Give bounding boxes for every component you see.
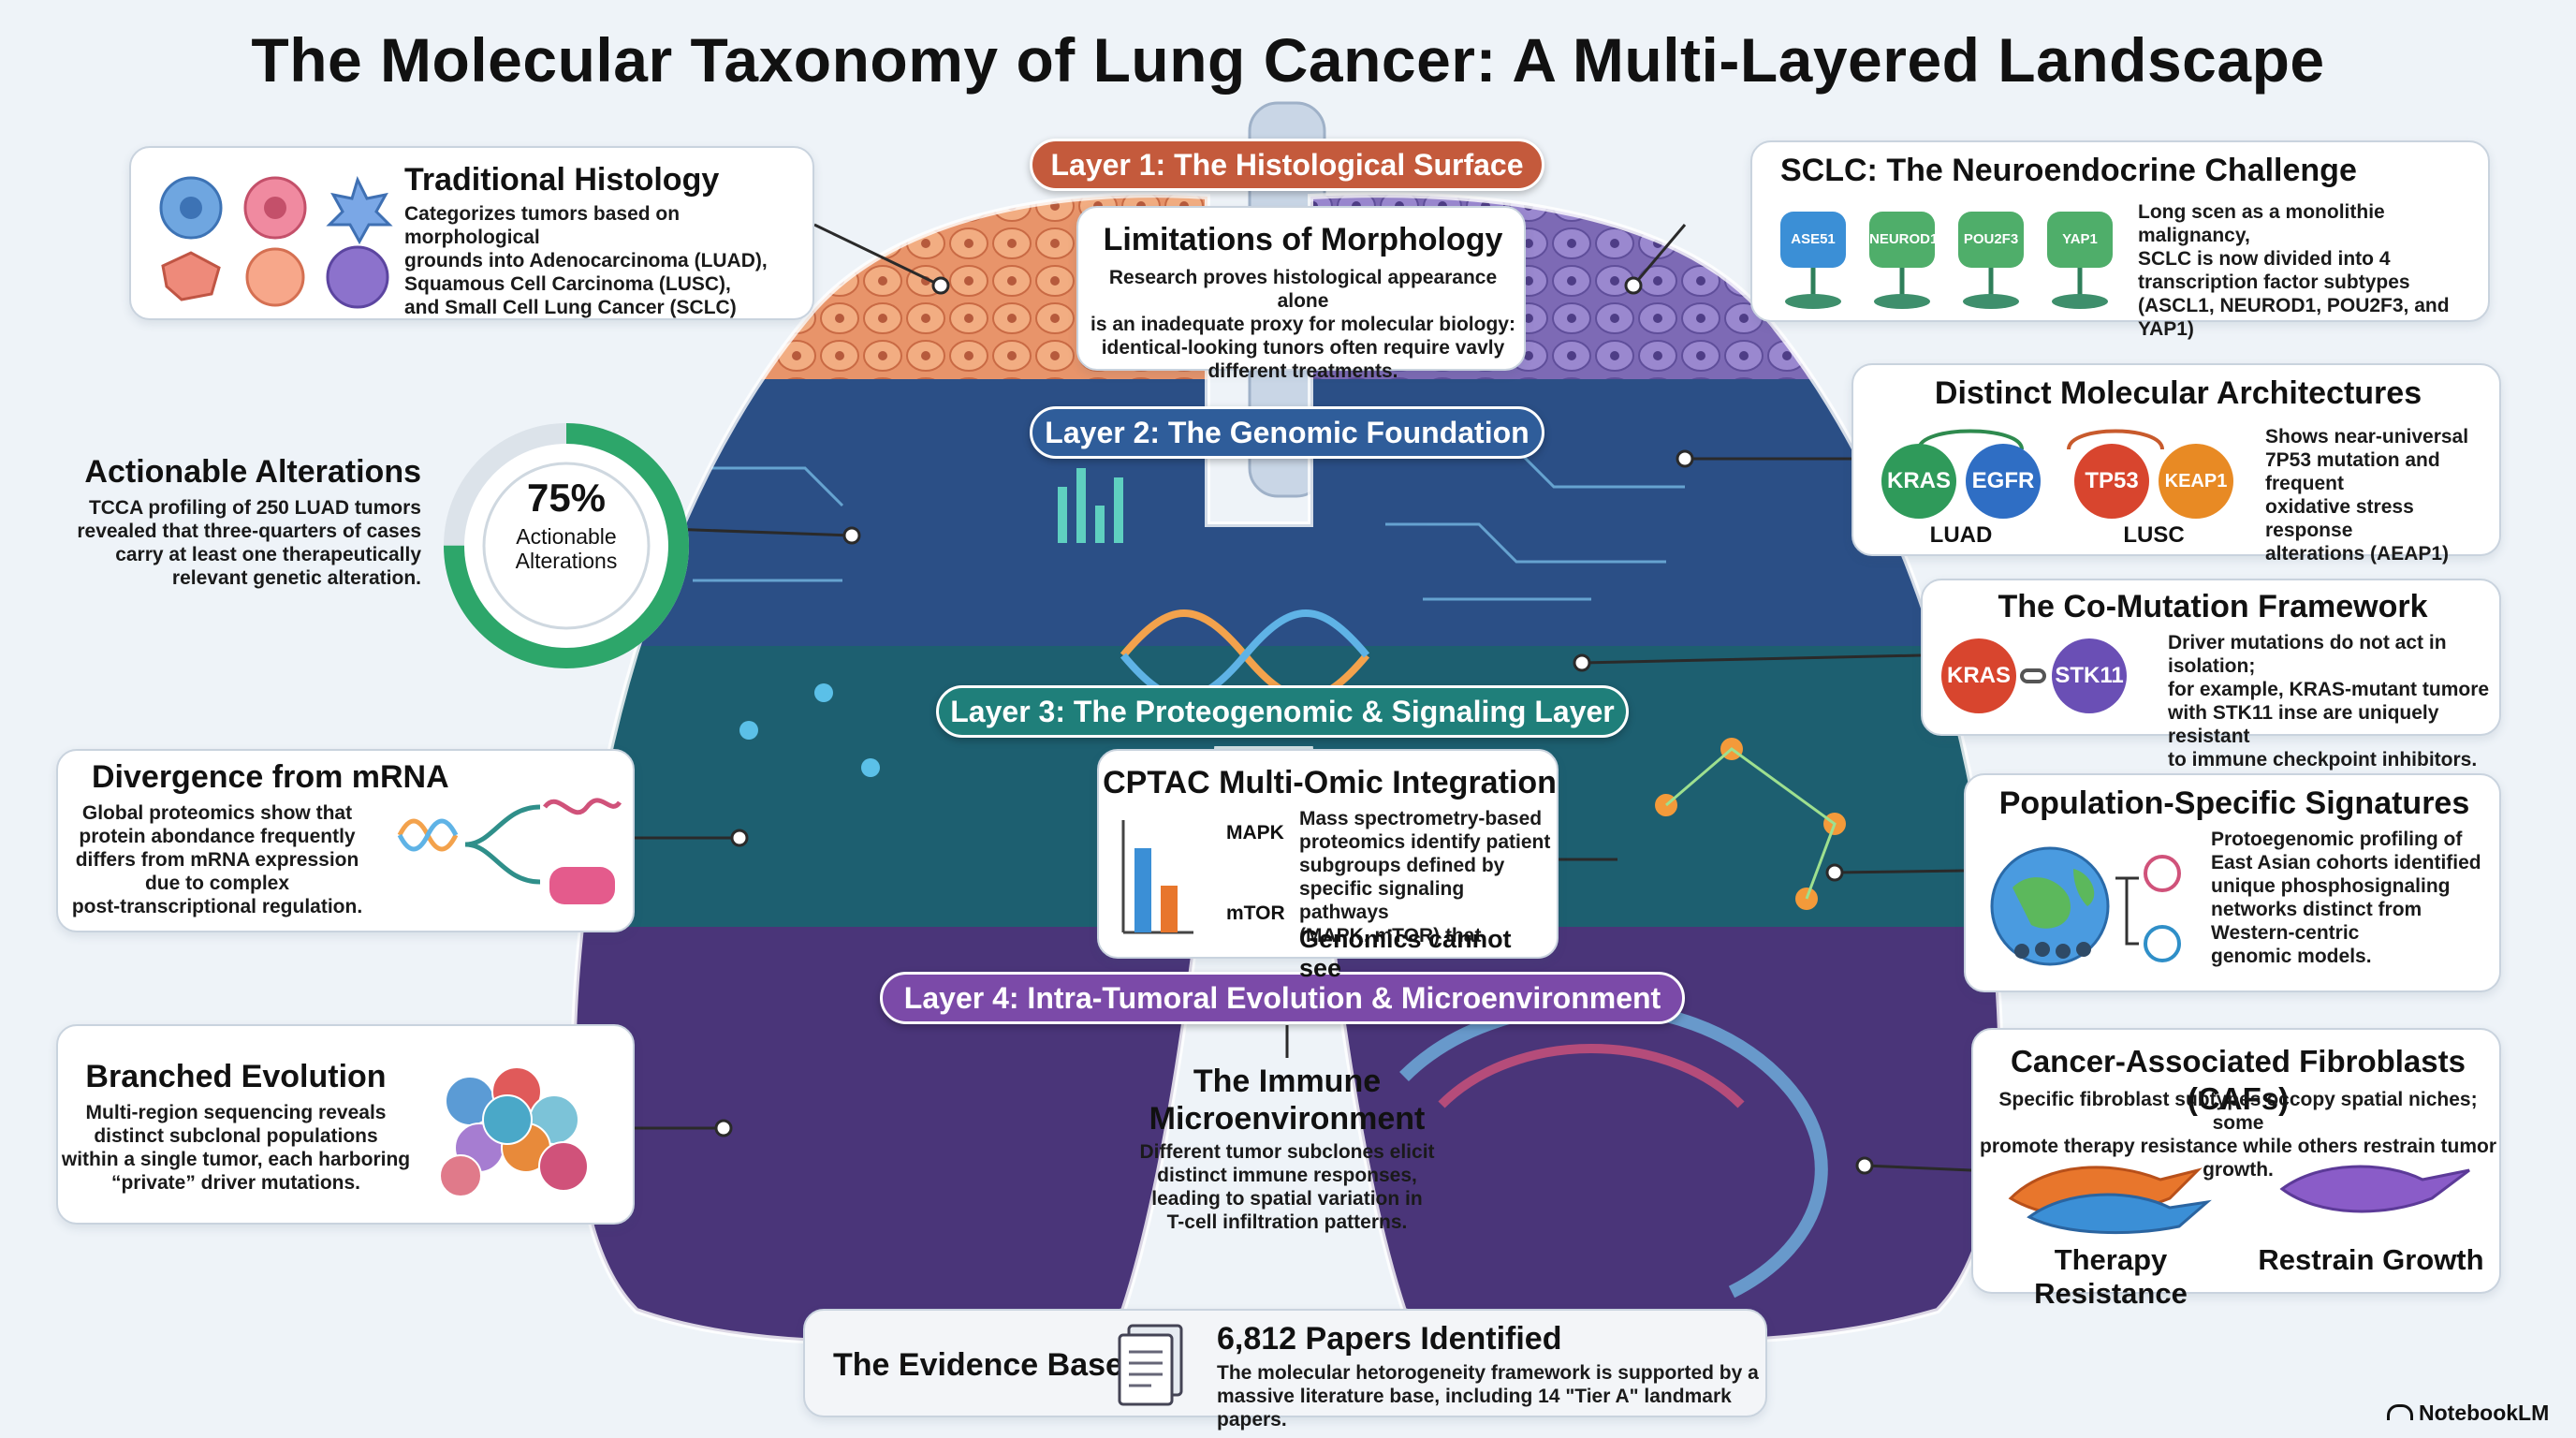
brand-label: NotebookLM: [2387, 1401, 2565, 1426]
population-card: Population-Specific Signatures Protoegen…: [1964, 773, 2501, 992]
limitations-title: Limitations of Morphology: [1103, 222, 1503, 257]
layer-3-pill: Layer 3: The Proteogenomic & Signaling L…: [936, 685, 1629, 738]
tumor-clone-icon: [439, 1066, 589, 1197]
cptac-card: CPTAC Multi-Omic Integration MAPK mTOR M…: [1097, 749, 1559, 982]
tf-ascl1: ASE51: [1780, 212, 1846, 268]
sclc-title: SCLC: The Neuroendocrine Challenge: [1780, 153, 2357, 188]
luad-label: LUAD: [1929, 522, 1993, 548]
gene-kras-comut: KRAS: [1941, 638, 2016, 713]
sclc-body: Long scen as a monolithie malignancy,SCL…: [2138, 201, 2450, 340]
layer-4-pill: Layer 4: Intra-Tumoral Evolution & Micro…: [880, 972, 1685, 1024]
comutation-title: The Co-Mutation Framework: [1998, 589, 2428, 624]
histology-title: Traditional Histology: [404, 162, 720, 198]
cptac-chart-icon: [1121, 820, 1193, 934]
documents-icon: [1118, 1324, 1183, 1406]
gene-keap1: KEAP1: [2159, 444, 2233, 519]
gene-egfr: EGFR: [1966, 444, 2041, 519]
mrna-card: Divergence from mRNA Global proteomics s…: [56, 749, 635, 932]
tf-pou2f3: POU2F3: [1958, 212, 2024, 268]
evidence-title: 6,812 Papers Identified: [1217, 1321, 1562, 1357]
evidence-card: The Evidence Base 6,812 Papers Identifie…: [803, 1309, 1767, 1431]
histology-card: Traditional Histology Categorizes tumors…: [129, 146, 814, 320]
cell-types-icon: [144, 163, 397, 313]
caf-body: Specific fibroblast subtypes occopy spat…: [1980, 1089, 2496, 1181]
lusc-label: LUSC: [2123, 522, 2185, 548]
layer-1-pill: Layer 1: The Histological Surface: [1030, 139, 1544, 191]
histology-body: Categorizes tumors based on morphologica…: [404, 203, 768, 318]
caf-title: Cancer-Associated Fibroblasts (CAFs): [2011, 1044, 2466, 1116]
gene-tp53: TP53: [2074, 444, 2149, 519]
tf-yap1: YAP1: [2047, 212, 2113, 268]
gene-stk11: STK11: [2052, 638, 2127, 713]
architectures-title: Distinct Molecular Architectures: [1934, 375, 2422, 411]
actionable-title: Actionable Alterations: [84, 454, 421, 490]
limitations-body: Research proves histological appearance …: [1090, 267, 1515, 382]
cptac-mapk-label: MAPK: [1226, 822, 1284, 844]
evidence-label: The Evidence Base: [833, 1347, 1123, 1383]
actionable-percent: 75%: [526, 476, 607, 520]
sclc-card: SCLC: The Neuroendocrine Challenge ASE51…: [1750, 140, 2490, 340]
gene-kras-luad: KRAS: [1881, 444, 1956, 519]
layer-2-pill: Layer 2: The Genomic Foundation: [1030, 406, 1544, 459]
cptac-emphasis: Genomics cannot see: [1299, 925, 1512, 982]
notebooklm-logo-icon: [2387, 1404, 2413, 1420]
cptac-title: CPTAC Multi-Omic Integration: [1103, 765, 1557, 800]
mrna-title: Divergence from mRNA: [92, 759, 449, 795]
transcription-factors: ASE51 NEUROD1 POU2F3 YAP1: [1771, 202, 2136, 315]
branched-card: Branched Evolution Multi-region sequenci…: [56, 1024, 635, 1225]
caf-right-label: Restrain Growth: [2258, 1243, 2484, 1276]
cptac-mtor-label: mTOR: [1226, 902, 1285, 924]
mrna-divergence-icon: [397, 798, 622, 904]
limitations-card: Limitations of Morphology Research prove…: [1076, 206, 1526, 382]
link-icon: [2020, 668, 2046, 683]
comutation-card: The Co-Mutation Framework KRAS STK11 Dri…: [1921, 579, 2501, 770]
caf-left-label: Therapy Resistance: [2034, 1243, 2188, 1310]
tf-neurod1: NEUROD1: [1869, 212, 1938, 268]
population-title: Population-Specific Signatures: [1998, 785, 2470, 821]
evidence-body: The molecular hetorogeneity framework is…: [1217, 1362, 1759, 1431]
comutation-body: Driver mutations do not act in isolation…: [2168, 632, 2490, 770]
globe-network-icon: [1990, 846, 2181, 966]
branched-title: Branched Evolution: [85, 1059, 387, 1094]
caf-card: Cancer-Associated Fibroblasts (CAFs) Spe…: [1971, 1028, 2501, 1310]
page-title: The Molecular Taxonomy of Lung Cancer: A…: [251, 25, 2325, 95]
fibroblast-icons: [2008, 1165, 2470, 1235]
architectures-card: Distinct Molecular Architectures KRAS EG…: [1852, 363, 2501, 565]
